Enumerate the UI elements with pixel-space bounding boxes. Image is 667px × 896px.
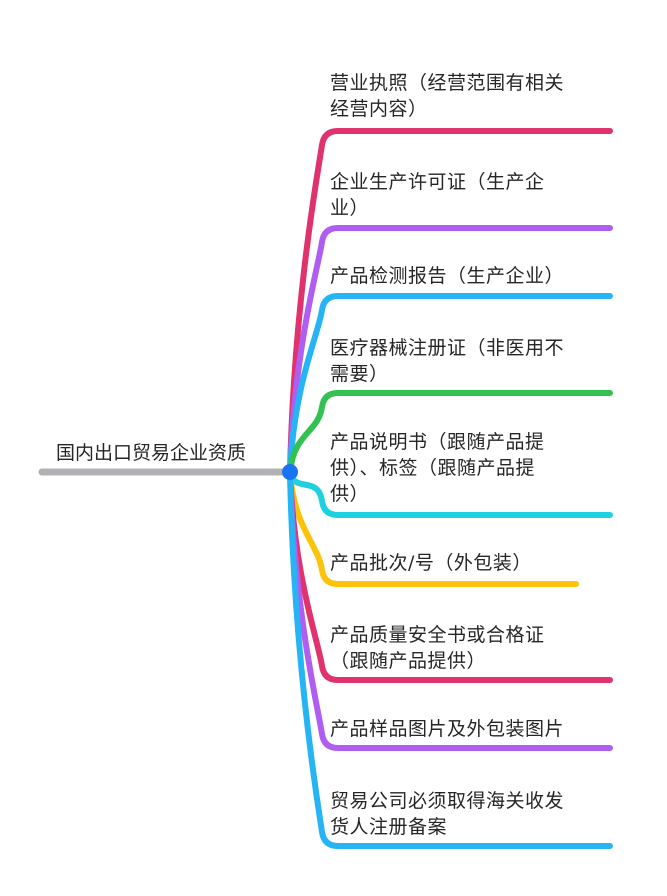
branch-label: 贸易公司必须取得海关收发 货人注册备案: [330, 790, 565, 838]
branch-connector-line-5: [287, 469, 613, 518]
branch-node-8[interactable]: 产品样品图片及外包装图片: [330, 716, 564, 742]
root-node-label[interactable]: 国内出口贸易企业资质: [56, 442, 247, 464]
branch-label: 企业生产许可证（生产企 业）: [330, 171, 545, 219]
branch-label: 产品说明书（跟随产品提 供）、标签（跟随产品提 供）: [330, 431, 545, 505]
branch-connector-line-2: [287, 225, 613, 475]
branch-connector-line-6: [287, 469, 579, 587]
branch-node-6[interactable]: 产品批次/号（外包装）: [330, 550, 532, 576]
branch-node-5[interactable]: 产品说明书（跟随产品提 供）、标签（跟随产品提 供）: [330, 429, 545, 507]
branch-node-3[interactable]: 产品检测报告（生产企业）: [330, 263, 564, 289]
branch-node-7[interactable]: 产品质量安全书或合格证 （跟随产品提供）: [330, 622, 545, 674]
branch-label: 产品检测报告（生产企业）: [330, 265, 565, 287]
branch-connector-line-9: [287, 469, 613, 849]
branch-connector-line-1: [287, 128, 613, 475]
branch-node-4[interactable]: 医疗器械注册证（非医用不 需要）: [330, 335, 564, 387]
branch-connector-line-3: [287, 293, 613, 475]
branch-node-1[interactable]: 营业执照（经营范围有相关 经营内容）: [330, 70, 564, 122]
branch-label: 产品样品图片及外包装图片: [330, 718, 565, 740]
branch-label: 医疗器械注册证（非医用不 需要）: [330, 337, 565, 385]
branch-node-2[interactable]: 企业生产许可证（生产企 业）: [330, 169, 545, 221]
branch-label: 营业执照（经营范围有相关 经营内容）: [330, 72, 565, 120]
root-junction-dot: [282, 464, 298, 480]
branch-connector-line-4: [287, 390, 613, 475]
branch-node-9[interactable]: 贸易公司必须取得海关收发 货人注册备案: [330, 788, 564, 840]
branch-label: 产品质量安全书或合格证 （跟随产品提供）: [330, 624, 545, 672]
branch-label: 产品批次/号（外包装）: [330, 552, 532, 574]
